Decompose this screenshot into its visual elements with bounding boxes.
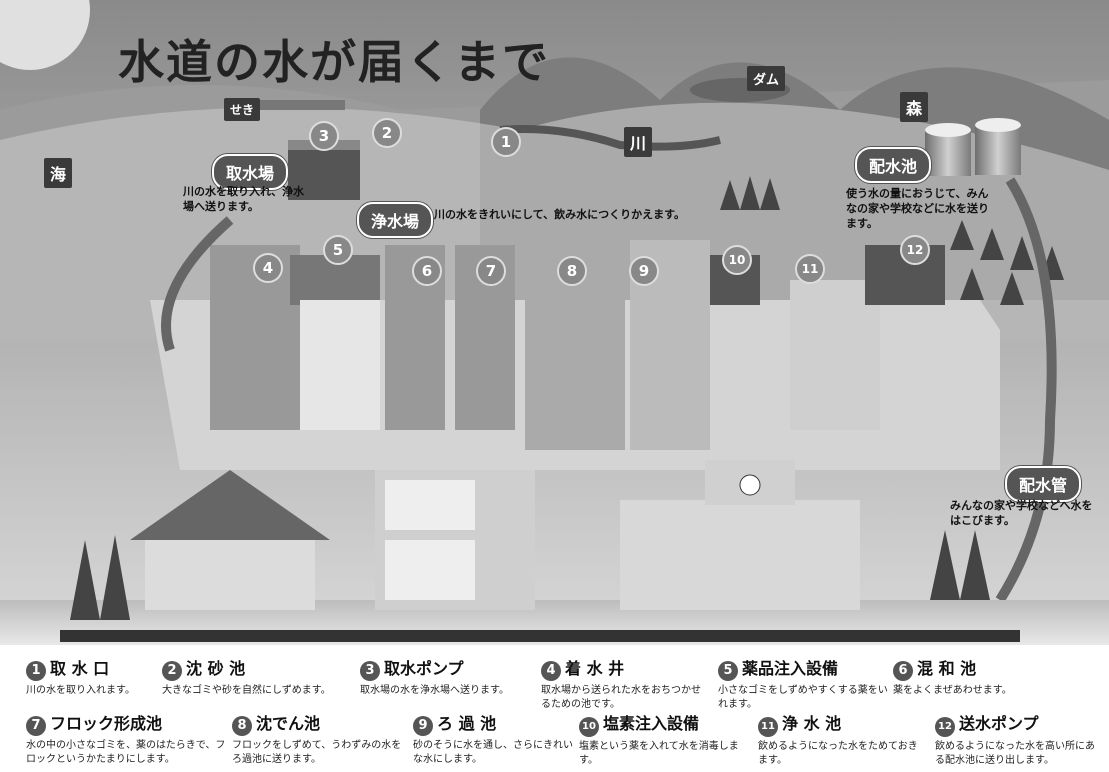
marker-4: 4 bbox=[253, 253, 283, 283]
sun-icon bbox=[0, 0, 90, 70]
houses bbox=[130, 470, 535, 610]
reservoir-note: 使う水の量におうじて、みんなの家や学校などに水を送ります。 bbox=[846, 187, 989, 230]
legend-desc-8: フロックをしずめて、うわずみの水をろ過池に送ります。 bbox=[232, 740, 402, 765]
legend-num-5: 5 bbox=[718, 661, 738, 681]
legend-desc-5: 小さなゴミをしずめやすくする薬をいれます。 bbox=[718, 685, 888, 710]
legend-desc-2: 大きなゴミや砂を自然にしずめます。 bbox=[162, 685, 331, 696]
purification-label: 浄水場 bbox=[357, 202, 434, 238]
marker-11: 11 bbox=[795, 254, 825, 284]
marker-3: 3 bbox=[309, 121, 339, 151]
legend-num-6: 6 bbox=[893, 661, 913, 681]
legend-num-9: 9 bbox=[413, 716, 433, 736]
reservoir-label: 配水池 bbox=[855, 147, 932, 183]
page-title: 水道の水が届くまで bbox=[118, 35, 550, 89]
legend-title-1: 取 水 口 bbox=[50, 659, 110, 678]
legend-num-1: 1 bbox=[26, 661, 46, 681]
legend-desc-12: 飲めるようになった水を高い所にある配水池に送り出します。 bbox=[935, 741, 1095, 766]
marker-5: 5 bbox=[323, 235, 353, 265]
legend-num-10: 10 bbox=[579, 717, 599, 737]
forest-label: 森 bbox=[900, 92, 929, 122]
legend-num-12: 12 bbox=[935, 717, 955, 737]
legend-num-2: 2 bbox=[162, 661, 182, 681]
marker-7: 7 bbox=[476, 256, 506, 286]
legend-desc-7: 水の中の小さなゴミを、薬のはたらきで、フロックというかたまりにします。 bbox=[26, 740, 226, 765]
legend-desc-10: 塩素という薬を入れて水を消毒します。 bbox=[579, 741, 739, 766]
sea-label: 海 bbox=[44, 158, 73, 188]
purification-plant bbox=[150, 235, 1000, 470]
intake-label: 取水場 bbox=[212, 154, 289, 190]
purification-note: 川の水をきれいにして、飲み水につくりかえます。 bbox=[434, 208, 686, 221]
pipe-label: 配水管 bbox=[1005, 466, 1082, 502]
legend-desc-6: 薬をよくまぜあわせます。 bbox=[893, 685, 1012, 696]
legend-title-3: 取水ポンプ bbox=[384, 659, 464, 678]
marker-1: 1 bbox=[491, 127, 521, 157]
legend-title-7: フロック形成池 bbox=[50, 714, 163, 733]
forest bbox=[720, 176, 1064, 305]
legend-desc-11: 飲めるようになった水をためておきます。 bbox=[758, 741, 918, 766]
river-label: 川 bbox=[624, 127, 653, 157]
marker-2: 2 bbox=[372, 118, 402, 148]
dam-label: ダム bbox=[747, 66, 786, 91]
marker-6: 6 bbox=[412, 256, 442, 286]
weir-label: せき bbox=[224, 98, 261, 121]
legend-desc-1: 川の水を取り入れます。 bbox=[26, 685, 135, 696]
school bbox=[620, 460, 860, 610]
legend-title-11: 浄 水 池 bbox=[782, 714, 842, 733]
legend-desc-4: 取水場から送られた水をおちつかせるための池です。 bbox=[541, 685, 701, 710]
marker-8: 8 bbox=[557, 256, 587, 286]
marker-9: 9 bbox=[629, 256, 659, 286]
water-main-pipe bbox=[60, 630, 1020, 642]
legend-title-2: 沈 砂 池 bbox=[186, 659, 246, 678]
intake-note: 川の水を取り入れ、浄水場へ送ります。 bbox=[183, 185, 305, 213]
pipe-note: みんなの家や学校などへ水をはこびます。 bbox=[950, 499, 1093, 527]
reservoir-tanks bbox=[925, 118, 1021, 176]
legend-num-11: 11 bbox=[758, 717, 778, 737]
legend-num-8: 8 bbox=[232, 716, 252, 736]
marker-12: 12 bbox=[900, 235, 930, 265]
intake-building bbox=[288, 145, 360, 200]
legend-num-3: 3 bbox=[360, 661, 380, 681]
marker-10: 10 bbox=[722, 245, 752, 275]
legend-title-12: 送水ポンプ bbox=[959, 714, 1039, 733]
legend-num-7: 7 bbox=[26, 716, 46, 736]
legend-title-6: 混 和 池 bbox=[917, 659, 977, 678]
legend-title-5: 薬品注入設備 bbox=[742, 659, 839, 678]
legend-title-10: 塩素注入設備 bbox=[603, 714, 700, 733]
legend-title-4: 着 水 井 bbox=[565, 659, 625, 678]
legend-desc-3: 取水場の水を浄水場へ送ります。 bbox=[360, 685, 509, 696]
legend-title-9: ろ 過 池 bbox=[437, 714, 497, 733]
legend-num-4: 4 bbox=[541, 661, 561, 681]
trees bbox=[70, 530, 990, 620]
legend-title-8: 沈でん池 bbox=[256, 714, 321, 733]
legend-desc-9: 砂のそうに水を通し、さらにきれいな水にします。 bbox=[413, 740, 573, 765]
